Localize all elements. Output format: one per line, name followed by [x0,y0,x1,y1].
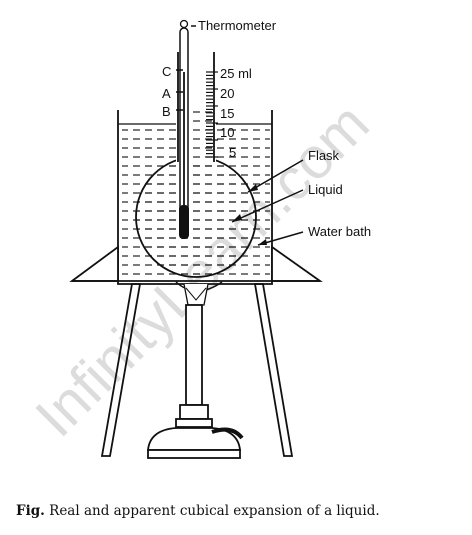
label-flask: Flask [308,148,340,163]
thermometer [179,19,189,239]
pointer-arrowheads [232,184,267,245]
level-markers [176,69,183,111]
label-a: A [162,86,171,101]
label-thermometer: Thermometer [198,18,277,33]
label-c: C [162,64,171,79]
tripod-stand [69,245,323,457]
figure-caption: Fig. Real and apparent cubical expansion… [16,503,380,519]
scale-label-15: 15 [220,106,234,121]
label-liquid: Liquid [308,182,343,197]
caption-text: Real and apparent cubical expansion of a… [45,503,380,519]
scale-label-20: 20 [220,86,234,101]
label-water-bath: Water bath [308,224,371,239]
scale-label-5: 5 [229,145,236,160]
caption-prefix: Fig. [16,503,45,519]
scale-label-10: 10 [220,125,234,140]
flask-scale [206,71,218,158]
label-b: B [162,104,171,119]
bunsen-burner [147,281,244,459]
scale-label-25: 25 ml [220,66,252,81]
